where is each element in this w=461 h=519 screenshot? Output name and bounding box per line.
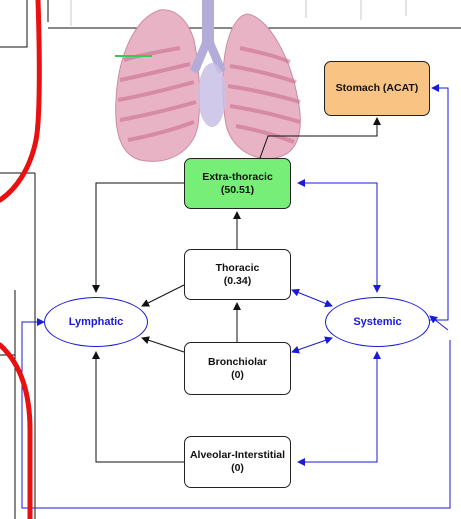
- arrow-systemic-to-stomach: [418, 84, 449, 321]
- arrow-alveolar-to-lymphatic: [92, 351, 184, 463]
- arrow-extrathoracic-to-lymphatic: [92, 182, 184, 293]
- background-glyph: [360, 0, 362, 20]
- blue-arrows: [21, 84, 451, 509]
- arrow-stomach-loop-to-systemic: [429, 315, 449, 331]
- node-bronchiolar-label: Bronchiolar: [208, 355, 267, 368]
- background-glyph: [405, 0, 407, 16]
- node-thoracic-label: Thoracic: [215, 261, 260, 274]
- node-extra-thoracic[interactable]: Extra-thoracic (50.51): [184, 158, 291, 209]
- arrow-bronchiolar-to-lymphatic: [141, 336, 185, 353]
- node-systemic[interactable]: Systemic: [325, 297, 430, 347]
- node-alveolar-value: (0): [231, 462, 244, 474]
- node-lymphatic[interactable]: Lymphatic: [44, 297, 148, 347]
- arrow-systemic-to-lymphatic: [21, 318, 451, 509]
- red-annotation: [0, 0, 42, 519]
- node-lymphatic-label: Lymphatic: [68, 316, 124, 328]
- node-alveolar-label: Alveolar-Interstitial: [189, 449, 286, 461]
- node-stomach-label: Stomach (ACAT): [335, 82, 419, 94]
- background-glyph: [305, 0, 307, 18]
- arrow-bronchiolar-systemic: [291, 336, 333, 354]
- node-extra-thoracic-value: (50.51): [220, 183, 255, 196]
- node-thoracic-value: (0.34): [223, 274, 252, 287]
- lungs-icon: [115, 0, 301, 162]
- background-glyph: [70, 0, 72, 26]
- arrow-thoracic-to-lymphatic: [141, 284, 185, 307]
- node-stomach-acat[interactable]: Stomach (ACAT): [324, 61, 430, 116]
- node-extra-thoracic-label: Extra-thoracic: [202, 170, 273, 183]
- arrow-extrathoracic-to-stomach: [259, 117, 381, 159]
- node-alveolar-interstitial[interactable]: Alveolar-Interstitial (0): [184, 436, 291, 488]
- node-systemic-label: Systemic: [353, 316, 402, 328]
- node-bronchiolar[interactable]: Bronchiolar (0): [184, 342, 291, 395]
- arrow-systemic-to-extrathoracic: [297, 179, 378, 292]
- arrow-thoracic-systemic: [291, 288, 333, 308]
- black-arrows: [92, 117, 381, 463]
- arrow-systemic-to-alveolar: [297, 352, 378, 466]
- node-thoracic[interactable]: Thoracic (0.34): [184, 249, 291, 300]
- node-bronchiolar-value: (0): [231, 368, 244, 381]
